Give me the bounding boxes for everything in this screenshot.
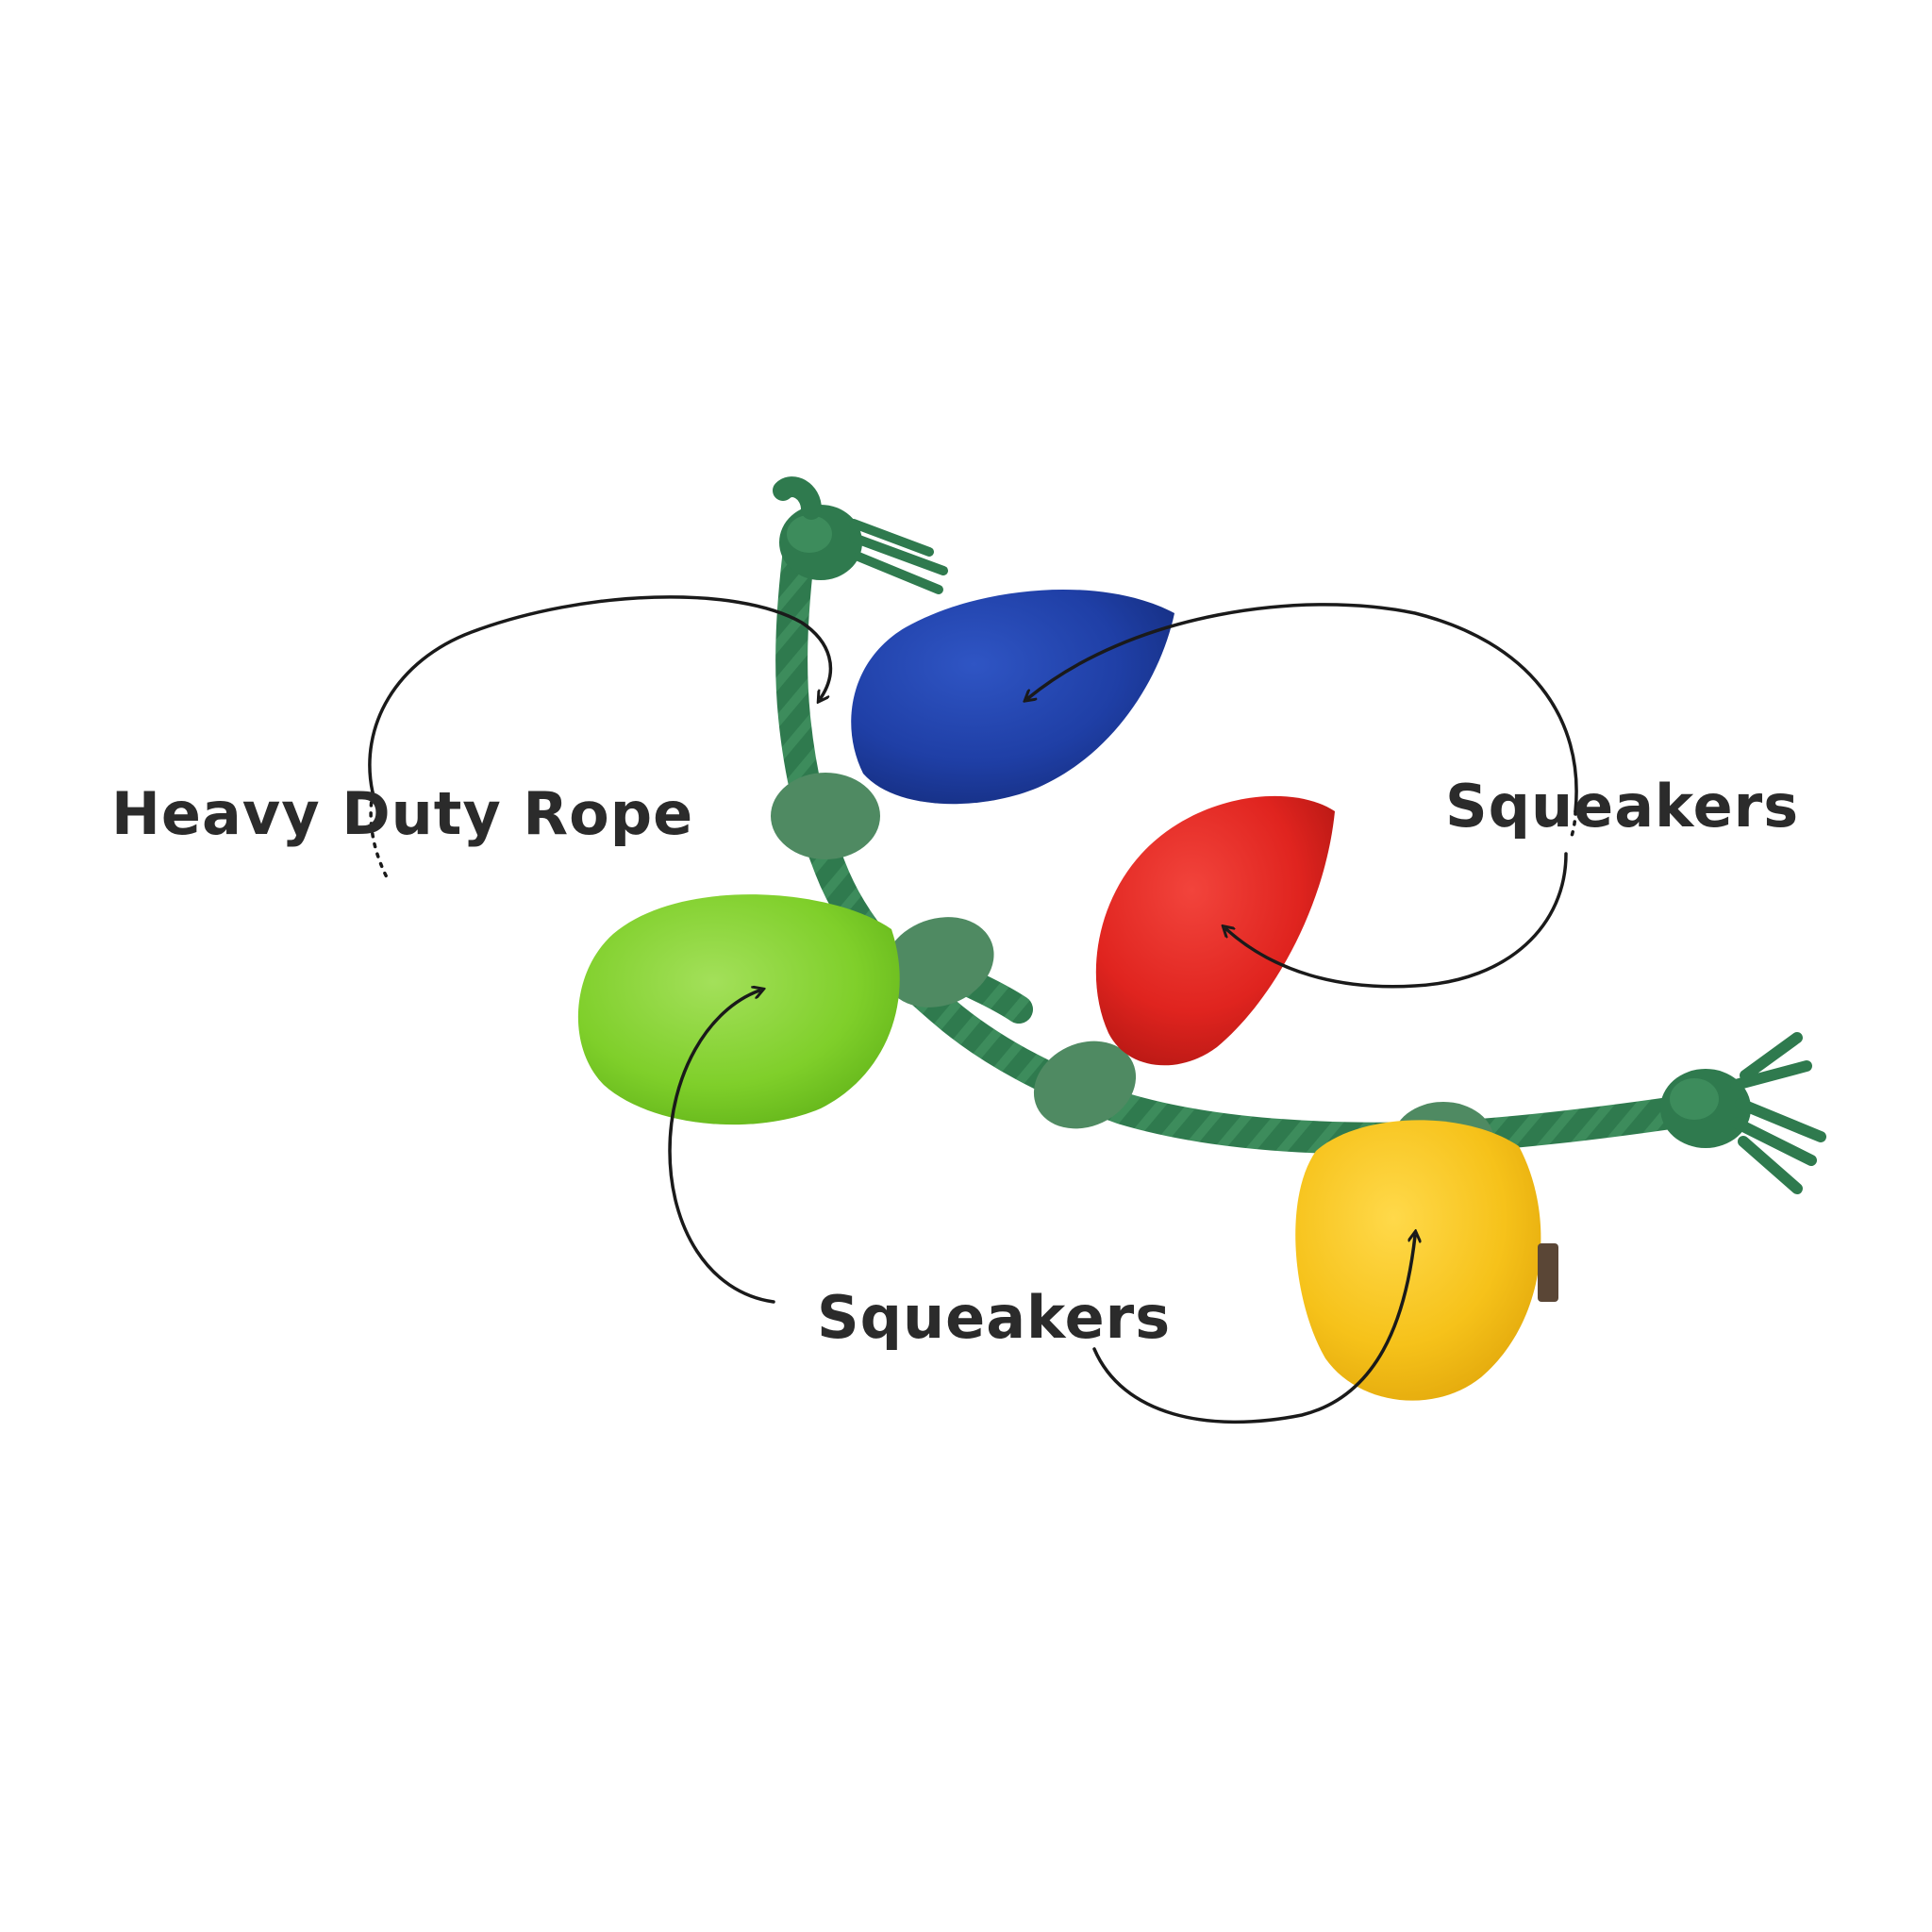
brand-tag <box>1538 1243 1558 1302</box>
arrow-squeaker-yellow <box>1092 1236 1415 1424</box>
arrow-squeaker-blue <box>1028 603 1578 813</box>
bulb-blue <box>851 589 1174 805</box>
label-squeakers-bottom: Squeakers <box>817 1283 1172 1352</box>
arrow-squeaker-green <box>668 991 775 1304</box>
rope-knot-top <box>773 476 948 594</box>
callout-arrows <box>368 595 1578 1424</box>
arrow-squeaker-red <box>1226 852 1568 989</box>
label-heavy-duty-rope: Heavy Duty Rope <box>111 779 694 848</box>
bulb-yellow <box>1295 1120 1558 1401</box>
label-squeakers-right: Squeakers <box>1445 772 1800 841</box>
arrow-rope <box>368 595 833 794</box>
rope-knot-bottom <box>1660 1032 1826 1194</box>
arrow-rope-dashed <box>369 791 389 879</box>
bulb-red <box>1095 795 1335 1066</box>
bulb-green <box>577 894 900 1125</box>
